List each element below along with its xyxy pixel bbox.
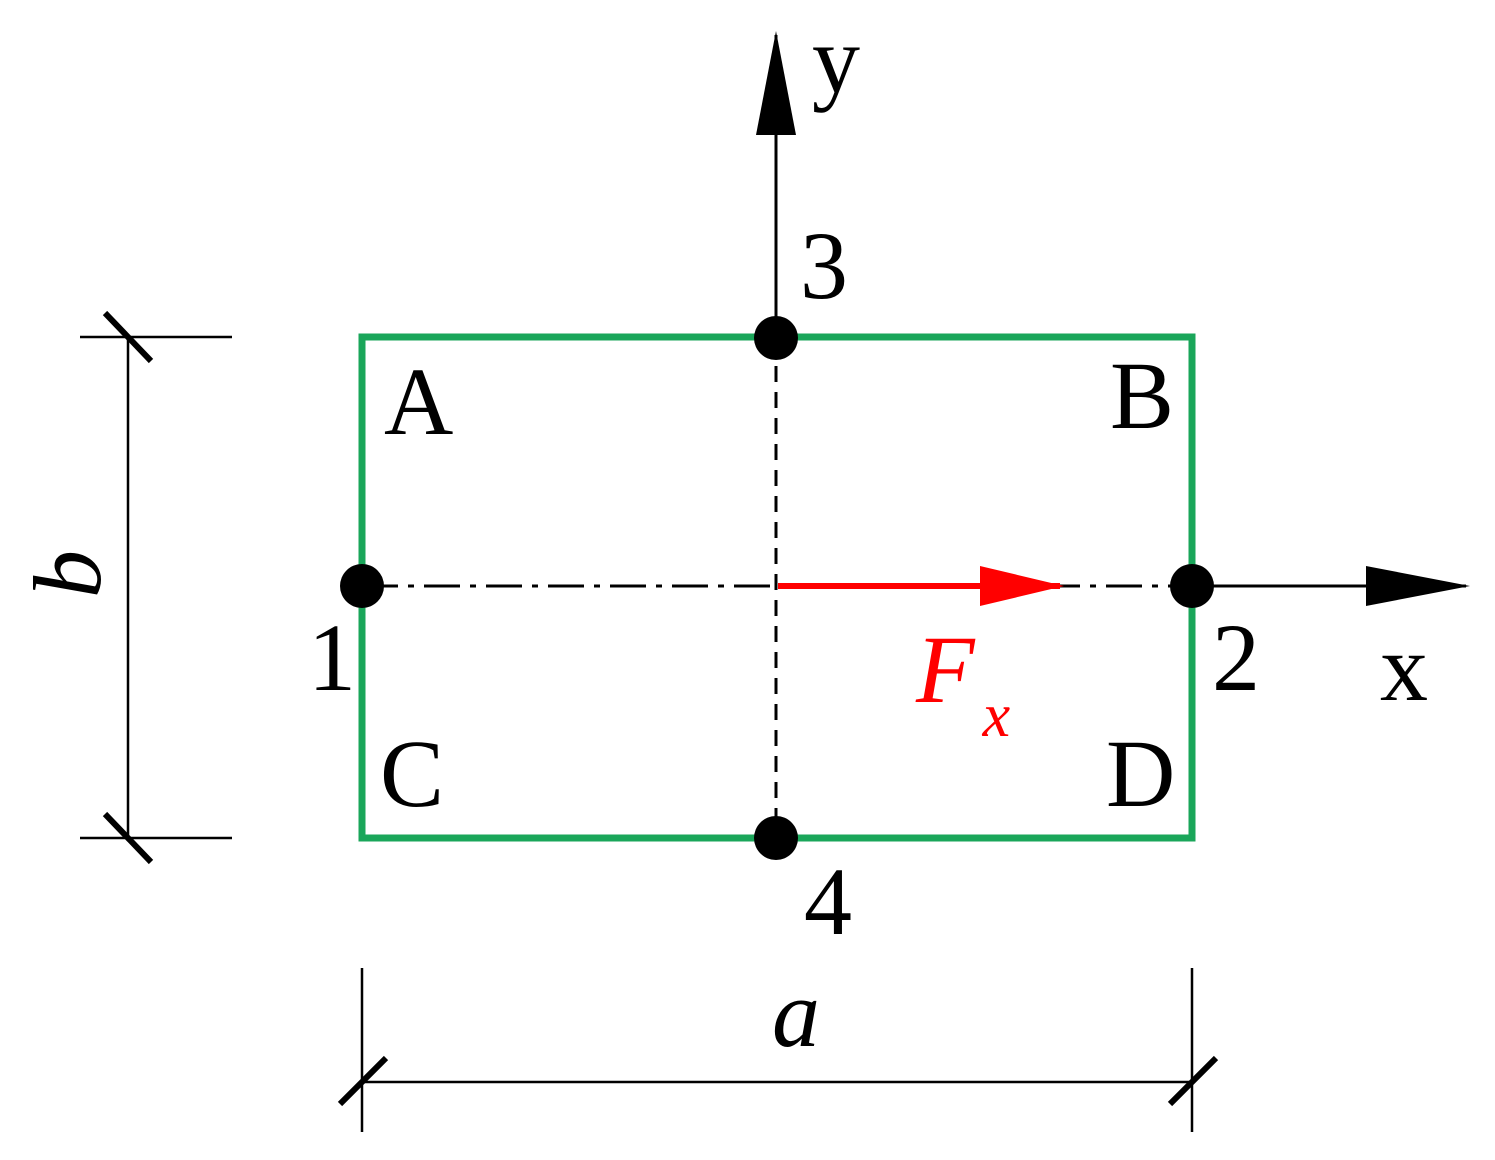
corner-label-b: B bbox=[1110, 342, 1174, 449]
corner-label-a: A bbox=[384, 348, 453, 455]
corner-label-d: D bbox=[1106, 720, 1175, 827]
corner-label-c: C bbox=[380, 720, 444, 827]
dimension-label-a: a bbox=[772, 960, 820, 1067]
force-label: F x bbox=[915, 616, 1011, 750]
node-label-4: 4 bbox=[804, 848, 852, 955]
node-label-3: 3 bbox=[800, 212, 848, 319]
force-symbol: F bbox=[915, 616, 976, 723]
x-axis-label: x bbox=[1380, 614, 1428, 721]
node-label-2: 2 bbox=[1212, 604, 1260, 711]
node-dot-2 bbox=[1170, 564, 1214, 608]
node-label-1: 1 bbox=[308, 604, 356, 711]
force-subscript: x bbox=[982, 682, 1011, 750]
y-axis-label: y bbox=[812, 6, 860, 113]
dimension-a bbox=[337, 968, 1219, 1132]
dimension-b bbox=[80, 310, 232, 865]
node-dot-4 bbox=[754, 816, 798, 860]
node-dot-1 bbox=[340, 564, 384, 608]
node-dot-3 bbox=[754, 316, 798, 360]
dimension-label-b: b bbox=[14, 550, 121, 598]
